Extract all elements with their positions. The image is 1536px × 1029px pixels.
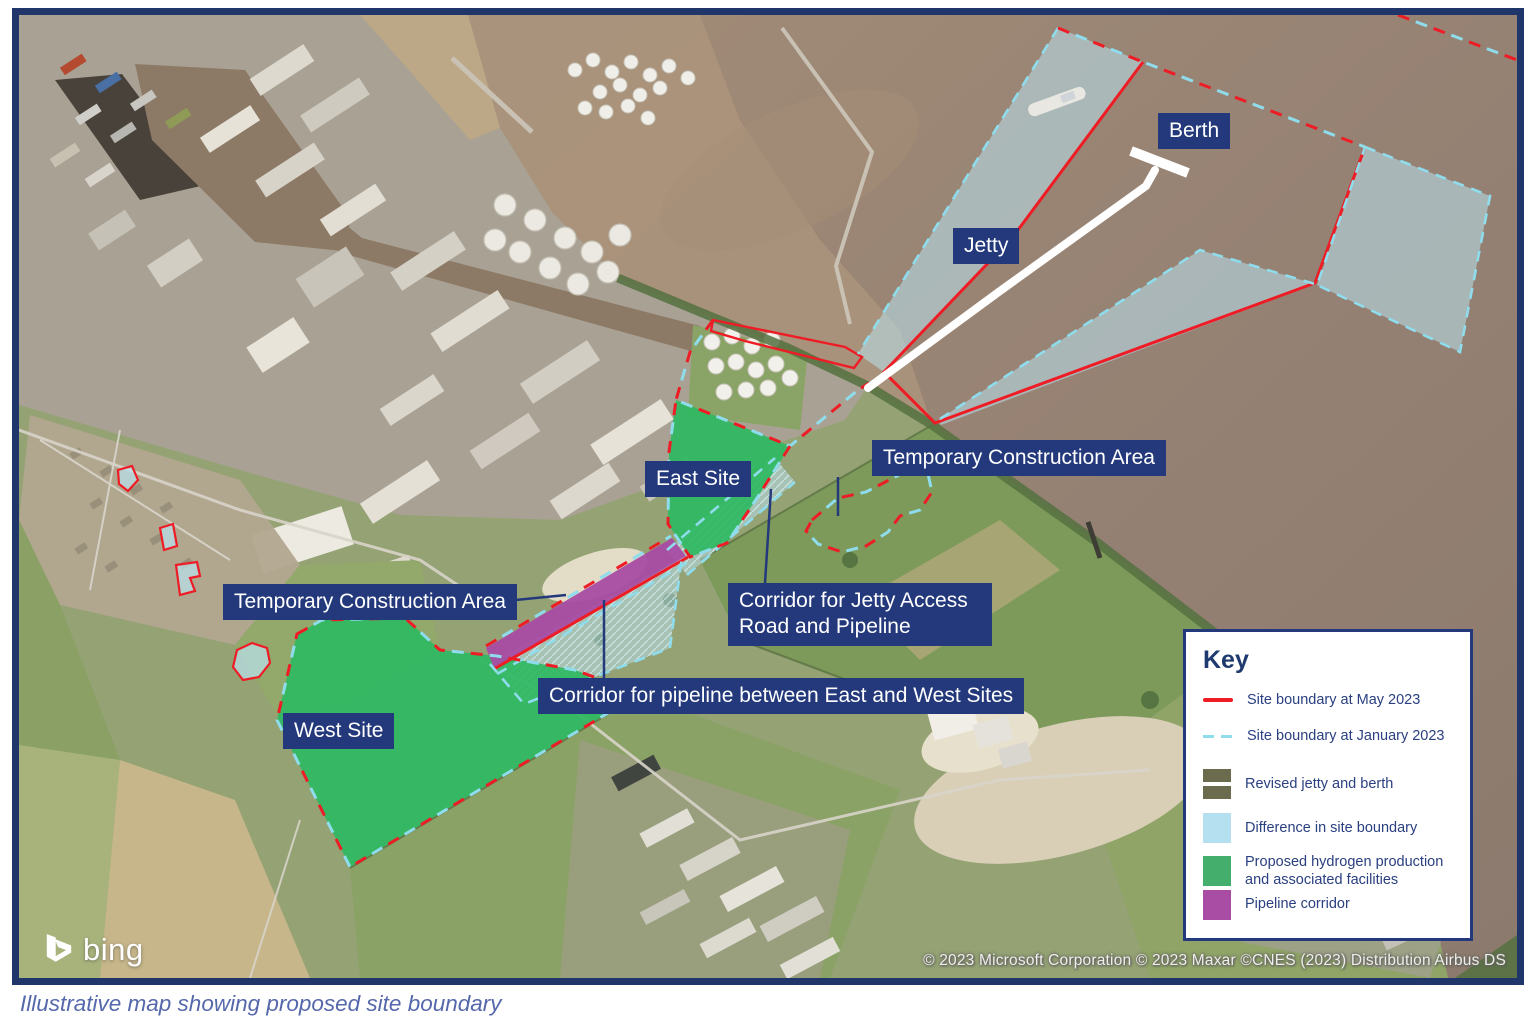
label-temporary-construction-area-west: Temporary Construction Area	[223, 584, 517, 621]
key-row-label: Pipeline corridor	[1245, 896, 1350, 913]
shore-sliver-area	[938, 250, 1315, 425]
label-corridor-jetty-access: Corridor for Jetty Access Road and Pipel…	[728, 583, 992, 646]
key-row-label: Site boundary at January 2023	[1247, 728, 1445, 745]
key-row-label: Site boundary at May 2023	[1247, 692, 1421, 708]
key-row-hydrogen: Proposed hydrogen production and associa…	[1201, 853, 1455, 889]
label-corridor-pipeline: Corridor for pipeline between East and W…	[538, 678, 1025, 715]
map-key: Key Site boundary at May 2023 Site bound…	[1183, 629, 1473, 941]
key-title: Key	[1203, 646, 1249, 674]
figure-caption: Illustrative map showing proposed site b…	[20, 991, 502, 1016]
may-boundary-swatch	[1203, 698, 1233, 703]
key-row-pipeline: Pipeline corridor	[1201, 889, 1455, 920]
industrial-estate	[560, 740, 850, 978]
key-row-jetty-berth: Revised jetty and berth	[1201, 769, 1455, 800]
label-temporary-construction-area-east: Temporary Construction Area	[872, 440, 1166, 477]
label-west-site: West Site	[283, 713, 395, 750]
tank-farm-north	[567, 52, 696, 126]
jetty-berth-swatch	[1203, 769, 1231, 800]
port-area	[19, 15, 875, 606]
key-row-may-boundary: Site boundary at May 2023	[1201, 691, 1455, 709]
dock-basin	[55, 64, 700, 352]
jetty-corridor-area	[858, 28, 1143, 372]
pipeline-swatch	[1203, 889, 1231, 920]
west-road-parcels	[116, 464, 272, 682]
east-tank-field	[688, 325, 808, 430]
key-row-label: Difference in site boundary	[1245, 820, 1418, 837]
hydrogen-swatch	[1203, 856, 1231, 887]
boundary-alternating	[275, 15, 1517, 870]
boundary-may-2023	[493, 61, 1367, 671]
tank-farm-central	[483, 193, 632, 296]
key-row-label: Revised jetty and berth	[1245, 776, 1394, 793]
right-difference-area	[1317, 147, 1490, 352]
map-attribution: © 2023 Microsoft Corporation © 2023 Maxa…	[923, 952, 1506, 969]
difference-swatch	[1203, 813, 1231, 844]
ship	[1028, 86, 1086, 117]
container-yard	[49, 53, 192, 188]
corner-trees	[1455, 935, 1517, 978]
callout-lines	[505, 477, 840, 678]
label-berth: Berth	[1158, 113, 1231, 150]
key-row-difference: Difference in site boundary	[1201, 813, 1455, 844]
jetty-line	[864, 166, 1159, 392]
berth-line	[1129, 146, 1190, 178]
bing-icon	[46, 934, 72, 962]
key-row-january-boundary: Site boundary at January 2023	[1201, 727, 1455, 745]
existing-piers	[450, 26, 875, 325]
january-boundary-swatch	[1203, 734, 1233, 738]
bing-wordmark: bing	[83, 932, 144, 967]
pipeline-corridor-area	[486, 538, 686, 668]
boundary-january-2023	[489, 27, 1492, 706]
label-east-site: East Site	[645, 461, 752, 498]
bing-logo: bing	[44, 930, 144, 970]
label-jetty: Jetty	[953, 228, 1020, 265]
key-row-label: Proposed hydrogen production and associa…	[1245, 854, 1444, 889]
groyne	[1085, 521, 1103, 559]
